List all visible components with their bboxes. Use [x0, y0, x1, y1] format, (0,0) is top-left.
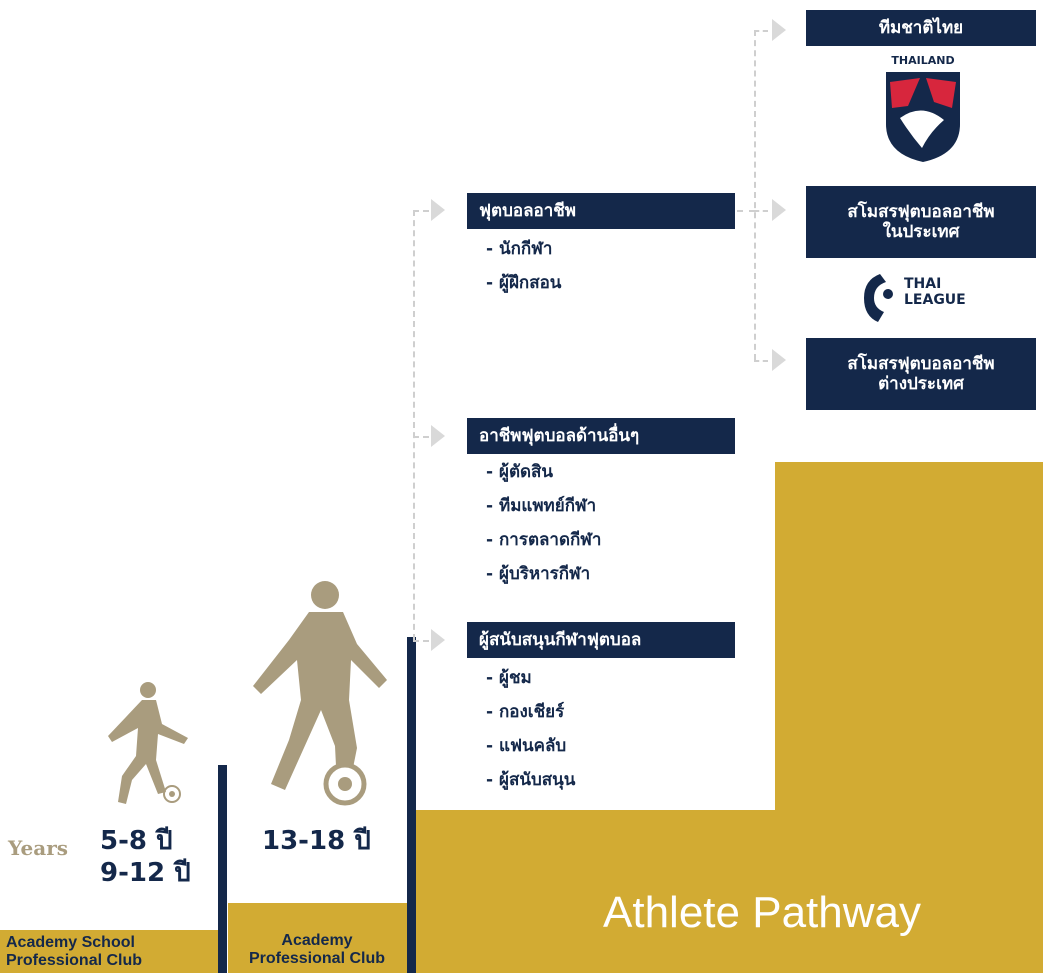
arrow-to-national-team	[772, 19, 786, 41]
stage-divider-2	[407, 637, 416, 973]
career-title-other-careers: อาชีพฟุตบอลด้านอื่นๆ	[467, 418, 735, 454]
page-title: Athlete Pathway	[603, 888, 921, 937]
stage-label-academy: Academy Professional Club	[232, 932, 402, 968]
young-player-silhouette	[108, 682, 188, 804]
list-item: นักกีฬา	[486, 232, 561, 266]
foreign-club-line1: สโมสรฟุตบอลอาชีพ	[847, 353, 995, 374]
career-list-supporters: ผู้ชม กองเชียร์ แฟนคลับ ผู้สนับสนุน	[486, 661, 575, 797]
connector-right-top	[754, 30, 768, 32]
gold-block-right	[775, 462, 1043, 973]
destination-national-team: ทีมชาติไทย	[806, 10, 1036, 46]
list-item: แฟนคลับ	[486, 729, 575, 763]
domestic-club-line1: สโมสรฟุตบอลอาชีพ	[847, 201, 995, 222]
stage-label-academy-school-line1: Academy School	[6, 934, 135, 951]
connector-right-from-career	[737, 210, 755, 212]
arrow-to-supporters	[431, 629, 445, 651]
arrow-to-foreign-club	[772, 349, 786, 371]
list-item: ผู้ตัดสิน	[486, 455, 601, 489]
list-item: ผู้บริหารกีฬา	[486, 557, 601, 591]
stage-divider-1	[218, 765, 227, 973]
thai-league-line2: LEAGUE	[904, 292, 966, 308]
destination-foreign-club: สโมสรฟุตบอลอาชีพ ต่างประเทศ	[806, 338, 1036, 410]
stage-label-academy-line2: Professional Club	[248, 950, 386, 967]
thailand-logo-text: THAILAND	[891, 54, 955, 67]
gold-band-school	[0, 930, 220, 973]
connector-right-mid	[754, 210, 768, 212]
stage-label-academy-school-line2: Professional Club	[6, 952, 143, 969]
gold-band-academy	[228, 903, 408, 973]
thailand-logo: THAILAND	[880, 54, 966, 166]
career-title-supporters: ผู้สนับสนุนกีฬาฟุตบอล	[467, 622, 735, 658]
list-item: ผู้ชม	[486, 661, 575, 695]
career-list-professional-football: นักกีฬา ผู้ฝึกสอน	[486, 232, 561, 300]
list-item: ผู้ฝึกสอน	[486, 266, 561, 300]
destination-domestic-club: สโมสรฟุตบอลอาชีพ ในประเทศ	[806, 186, 1036, 258]
list-item: กองเชียร์	[486, 695, 575, 729]
thai-league-icon	[864, 274, 893, 322]
stage-label-academy-school: Academy School Professional Club	[6, 934, 216, 970]
thai-league-logo: THAI LEAGUE	[858, 270, 988, 326]
teen-player-silhouette	[253, 581, 387, 806]
arrow-to-professional-football	[431, 199, 445, 221]
career-title-professional-football: ฟุตบอลอาชีพ	[467, 193, 735, 229]
stage-label-academy-line1: Academy	[281, 932, 353, 949]
connector-left-bottom	[413, 640, 429, 642]
arrow-to-other-careers	[431, 425, 445, 447]
connector-left-top	[413, 210, 429, 212]
list-item: ทีมแพทย์กีฬา	[486, 489, 601, 523]
connector-left-mid	[413, 436, 429, 438]
list-item: ผู้สนับสนุน	[486, 763, 575, 797]
thai-league-line1: THAI	[904, 276, 942, 292]
domestic-club-line2: ในประเทศ	[882, 222, 960, 242]
age-range-5-8: 5-8 ปี	[100, 826, 173, 856]
age-range-13-18: 13-18 ปี	[262, 826, 371, 856]
connector-left-vertical	[413, 210, 415, 640]
list-item: การตลาดกีฬา	[486, 523, 601, 557]
years-label: Years	[8, 836, 69, 860]
foreign-club-line2: ต่างประเทศ	[878, 374, 964, 394]
age-range-9-12: 9-12 ปี	[100, 858, 191, 888]
connector-right-vertical	[754, 30, 756, 360]
arrow-to-domestic-club	[772, 199, 786, 221]
connector-right-bottom	[754, 360, 768, 362]
career-list-other-careers: ผู้ตัดสิน ทีมแพทย์กีฬา การตลาดกีฬา ผู้บร…	[486, 455, 601, 591]
thailand-shield-icon	[886, 72, 960, 162]
